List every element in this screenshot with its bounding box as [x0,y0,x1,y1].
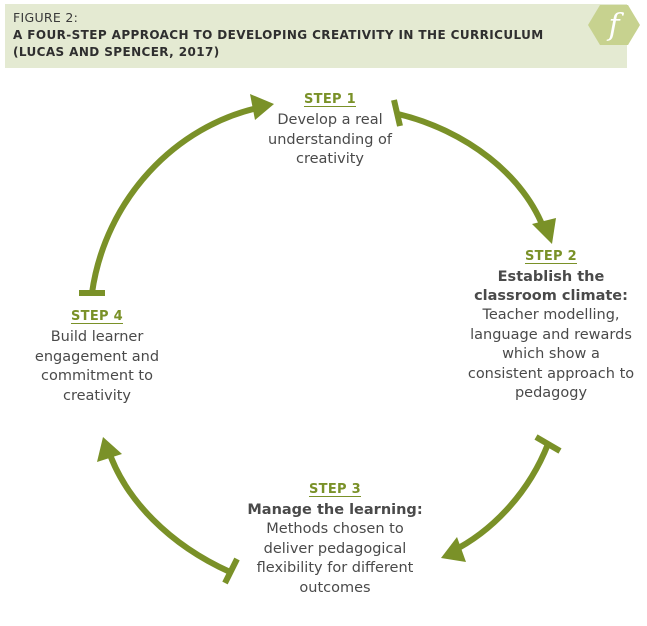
step-3: STEP 3 Manage the learning: Methods chos… [245,482,425,598]
step-4-text: Build learner engagement and commitment … [34,329,160,404]
hexagon-f-logo-icon: f [588,5,640,45]
arrowhead-step3 [441,537,466,562]
arrow-step1-to-step2-tail [391,99,403,127]
figure-header: FIGURE 2: A FOUR-STEP APPROACH TO DEVELO… [5,4,627,68]
step-4-label: STEP 4 [70,309,123,324]
arrow-step3-to-step4-tail [222,557,240,585]
arrowhead-step1 [250,94,274,120]
figure-label: FIGURE 2: [13,10,79,25]
arrowhead-step4 [97,437,122,462]
step-2-heading: Establish the classroom climate: [474,269,628,304]
step-1-text: Develop a real understanding of creativi… [268,112,392,167]
step-1-label: STEP 1 [303,92,356,107]
arrow-step2-to-step3 [449,442,551,555]
step-3-heading: Manage the learning: [247,502,423,518]
step-2-label: STEP 2 [524,249,577,264]
step-1: STEP 1 Develop a real understanding of c… [250,92,410,170]
arrow-step3-to-step4 [105,448,232,575]
arrow-step1-to-step2 [397,111,548,233]
step-2-text: Teacher modelling, language and rewards … [467,307,635,401]
step-3-text: Methods chosen to deliver pedagogical fl… [256,521,414,596]
step-3-label: STEP 3 [308,482,361,497]
arrowhead-step2 [532,218,556,244]
step-4: STEP 4 Build learner engagement and comm… [28,309,166,406]
step-2: STEP 2 Establish the classroom climate: … [466,249,636,404]
arrow-step4-to-step1 [89,104,263,294]
arrow-step2-to-step3-tail [534,434,562,454]
figure-title: A FOUR-STEP APPROACH TO DEVELOPING CREAT… [13,28,544,59]
